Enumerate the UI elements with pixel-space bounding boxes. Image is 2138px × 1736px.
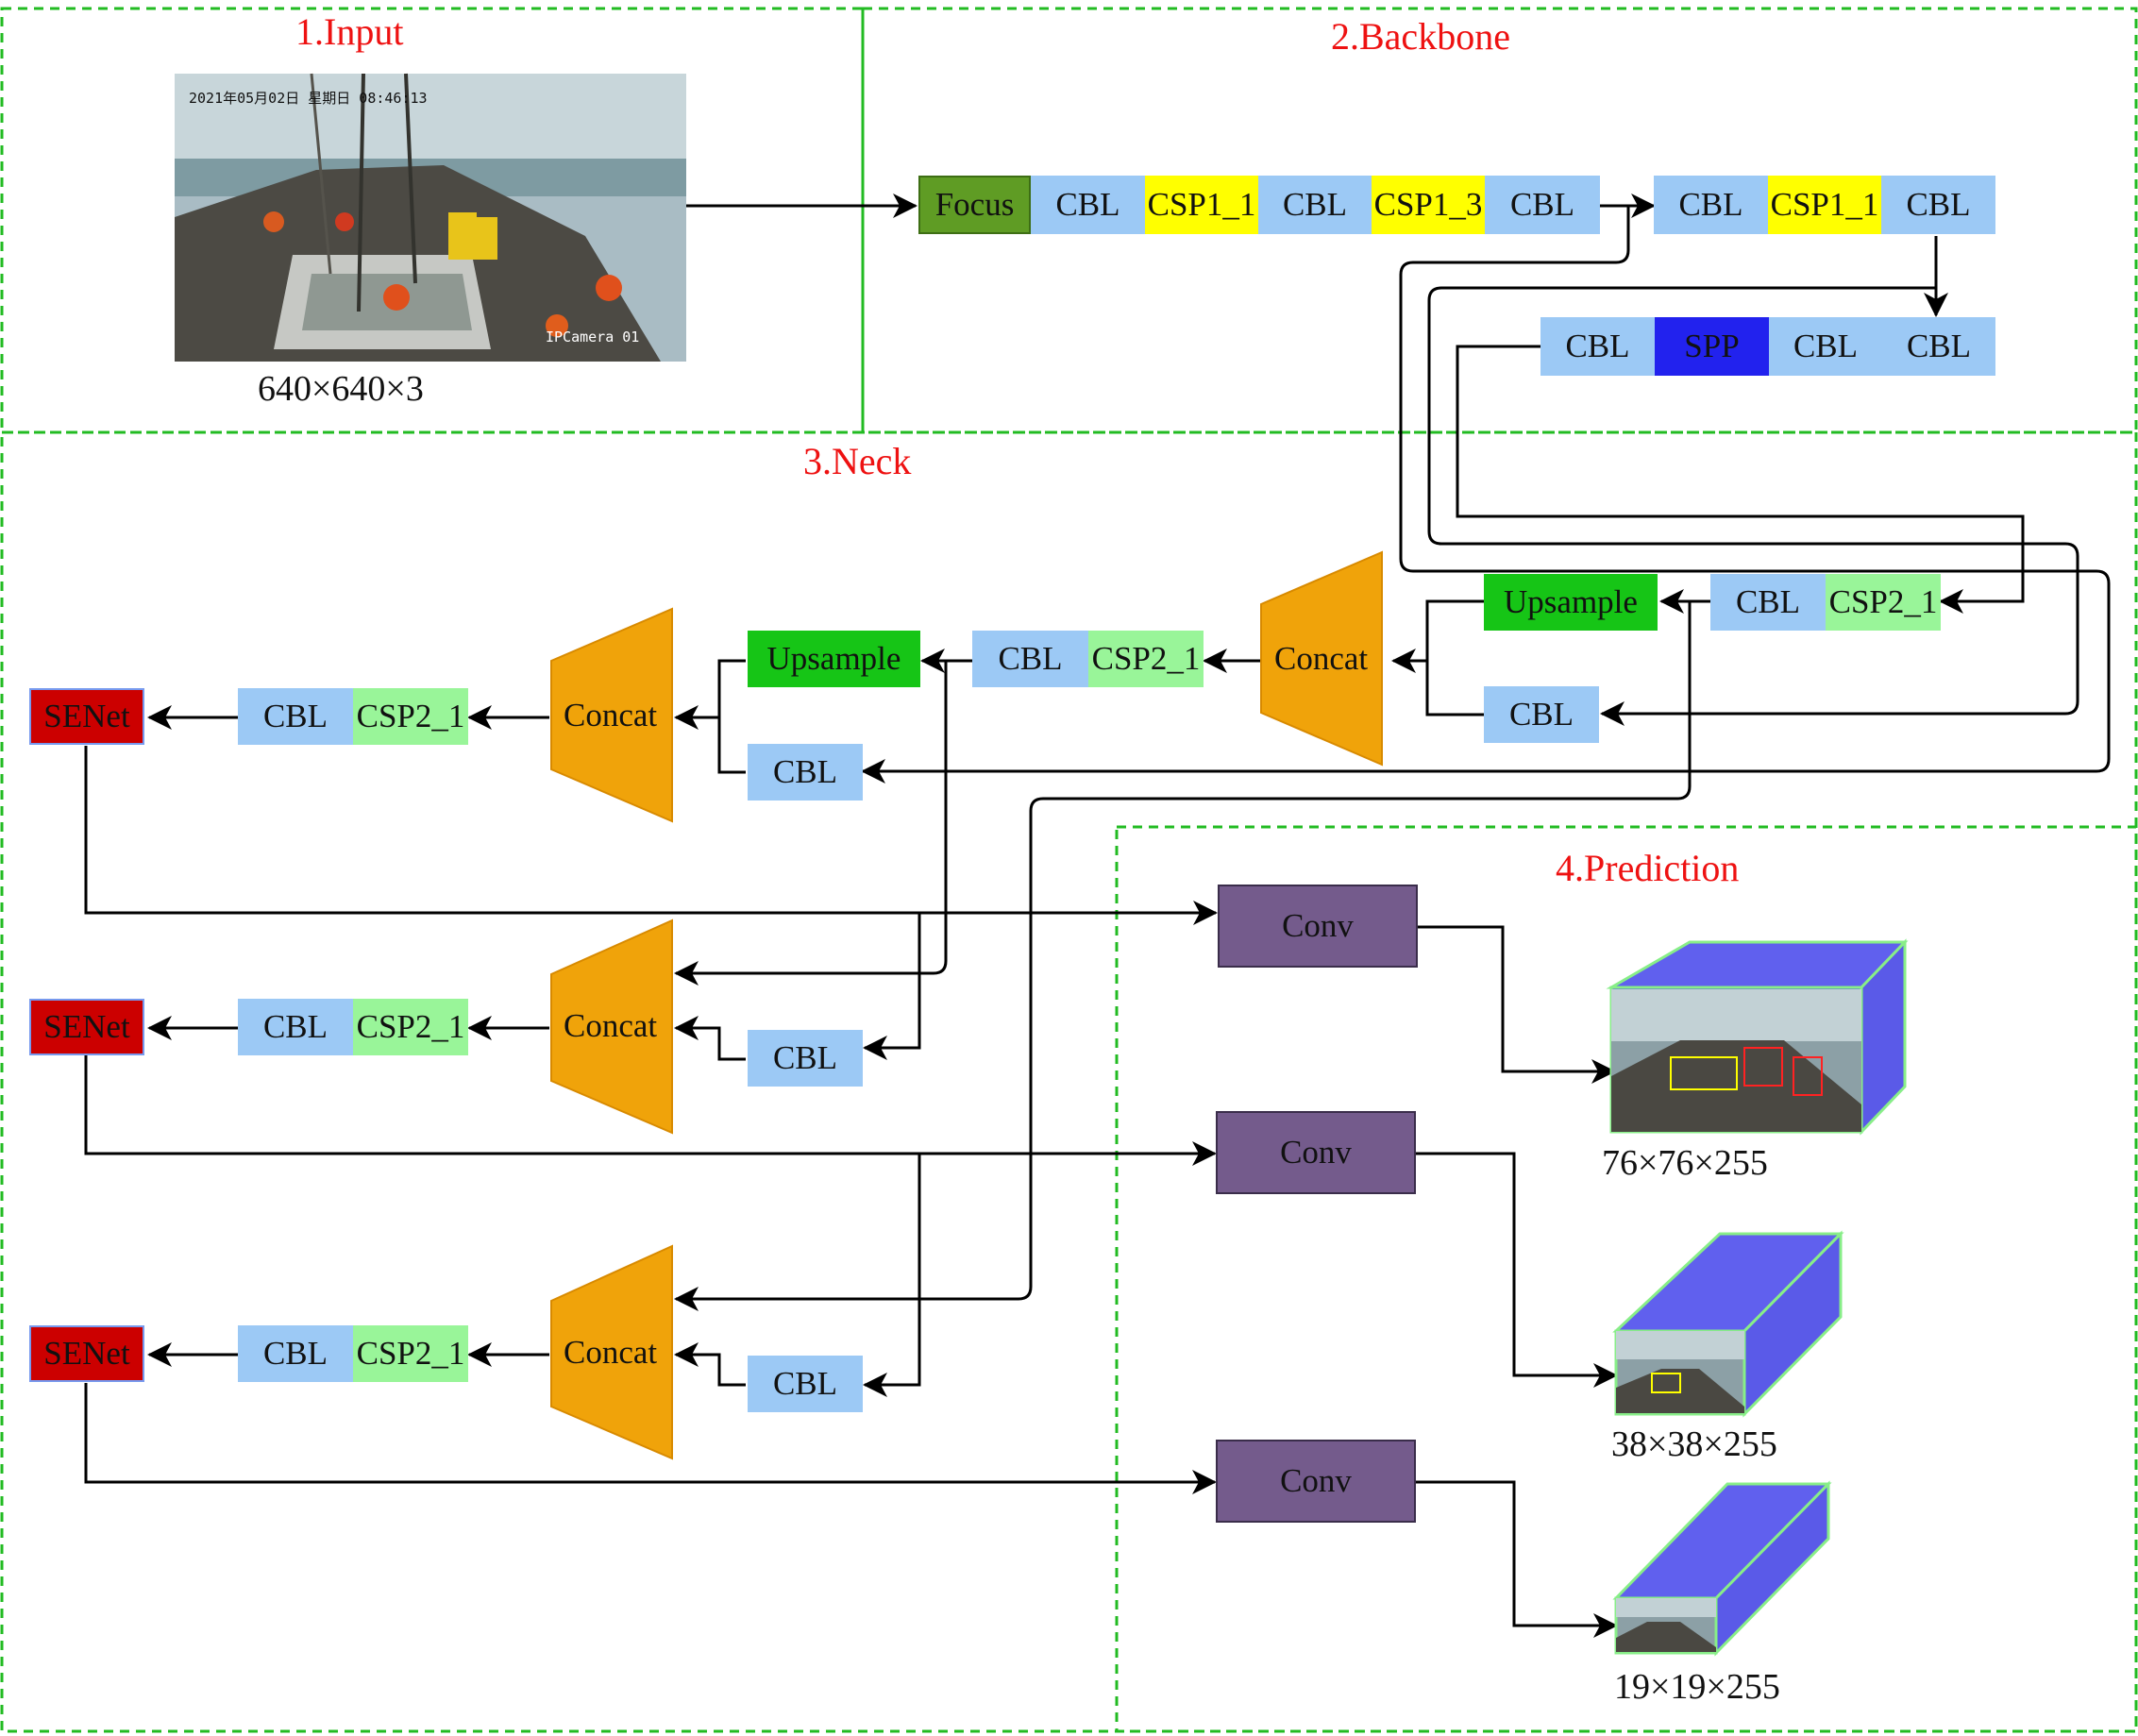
neck-concat-label-1: Concat (1274, 640, 1369, 677)
backbone-cbl-6: CBL (1540, 317, 1655, 376)
neck-concat-label-4: Concat (564, 1334, 658, 1371)
photo-timestamp: 2021年05月02日 星期日 08:46:13 (189, 90, 428, 107)
input-photo (175, 73, 686, 362)
neck-cbl-c: CBL (972, 631, 1088, 687)
backbone-cbl-5: CBL (1881, 176, 1995, 234)
conv-block-1: Conv (1218, 885, 1418, 968)
backbone-cbl-2: CBL (1258, 176, 1372, 234)
output-label-3: 19×19×255 (1614, 1667, 1780, 1707)
concat-shape-1 (1260, 550, 1383, 767)
prediction-section-border (1115, 825, 2138, 1733)
neck-csp2-b: CSP2_1 (1088, 631, 1204, 687)
neck-concat-label-2: Concat (564, 697, 658, 733)
output-cube-1 (1606, 938, 1909, 1136)
section-borders (0, 7, 2138, 1733)
conv-block-3: Conv (1216, 1440, 1416, 1523)
spp-block: SPP (1655, 317, 1769, 376)
section-title-prediction: 4.Prediction (1556, 847, 1740, 889)
concat-shape-4 (550, 1244, 673, 1460)
section-title-neck: 3.Neck (803, 440, 912, 482)
neck-cbl-e: CBL (748, 1030, 863, 1087)
neck-cbl-b: CBL (1484, 686, 1599, 743)
neck-upsample-b: Upsample (748, 631, 920, 687)
output-cube-2 (1612, 1230, 1844, 1418)
concat-shape-3 (550, 919, 673, 1135)
neck-cbl-out-3: CBL (238, 1325, 353, 1382)
neck-csp2-out-1: CSP2_1 (353, 688, 468, 745)
senet-block-3: SENet (29, 1325, 144, 1382)
senet-block-2: SENet (29, 999, 144, 1055)
neck-cbl-out-1: CBL (238, 688, 353, 745)
focus-block: Focus (918, 176, 1031, 234)
section-title-backbone: 2.Backbone (1331, 15, 1510, 58)
backbone-csp1-3: CSP1_3 (1372, 176, 1485, 234)
neck-cbl-a: CBL (1710, 574, 1826, 631)
neck-cbl-out-2: CBL (238, 999, 353, 1055)
backbone-cbl-4: CBL (1654, 176, 1768, 234)
neck-upsample-a: Upsample (1484, 574, 1658, 631)
neck-csp2-out-3: CSP2_1 (353, 1325, 468, 1382)
backbone-csp1-1-b: CSP1_1 (1768, 176, 1881, 234)
backbone-cbl-8: CBL (1882, 317, 1995, 376)
output-label-2: 38×38×255 (1611, 1424, 1777, 1464)
concat-shape-2 (550, 607, 673, 823)
backbone-cbl-7: CBL (1769, 317, 1882, 376)
output-cube-3 (1612, 1480, 1832, 1657)
backbone-csp1-1: CSP1_1 (1145, 176, 1258, 234)
neck-cbl-d: CBL (748, 744, 863, 801)
neck-csp2-out-2: CSP2_1 (353, 999, 468, 1055)
section-title-input: 1.Input (295, 10, 404, 53)
input-size-label: 640×640×3 (258, 369, 424, 409)
output-label-1: 76×76×255 (1602, 1143, 1768, 1183)
senet-block-1: SENet (29, 688, 144, 745)
neck-csp2-a: CSP2_1 (1826, 574, 1941, 631)
backbone-cbl-1: CBL (1031, 176, 1145, 234)
neck-cbl-f: CBL (748, 1356, 863, 1412)
backbone-cbl-3: CBL (1485, 176, 1600, 234)
photo-camera-label: IPCamera 01 (546, 329, 640, 346)
neck-concat-label-3: Concat (564, 1007, 658, 1044)
conv-block-2: Conv (1216, 1111, 1416, 1194)
